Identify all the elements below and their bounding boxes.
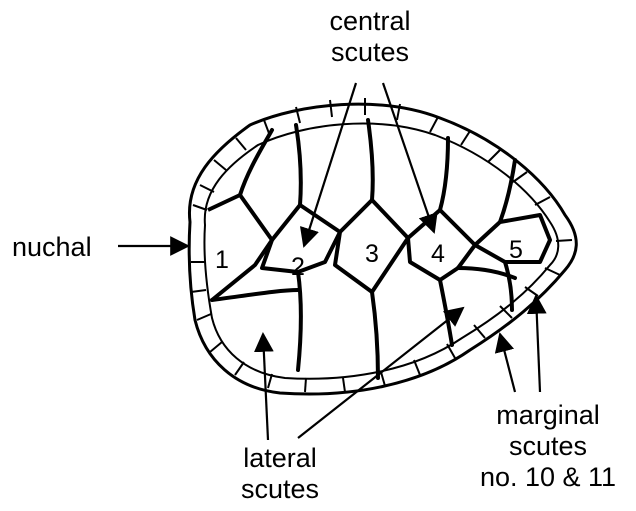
central-scute-number-2: 2 bbox=[291, 253, 305, 281]
lateral-label-line-1: lateral bbox=[215, 443, 345, 474]
marginal-label-line-3: no. 10 & 11 bbox=[468, 462, 628, 493]
marginal-scutes-label: marginal scutes no. 10 & 11 bbox=[468, 400, 628, 493]
central-scutes-label: central scutes bbox=[300, 6, 440, 68]
central-scute-number-4: 4 bbox=[431, 240, 445, 268]
nuchal-label: nuchal bbox=[12, 232, 92, 263]
central-scute-number-3: 3 bbox=[365, 240, 379, 268]
lateral-scutes-label: lateral scutes bbox=[215, 443, 345, 505]
central-scute-number-5: 5 bbox=[509, 236, 523, 264]
marginal-label-line-1: marginal bbox=[468, 400, 628, 431]
central-label-line-2: scutes bbox=[300, 37, 440, 68]
central-label-line-1: central bbox=[300, 6, 440, 37]
arrow-marginal-11 bbox=[536, 296, 540, 392]
central-scute-number-1: 1 bbox=[215, 246, 229, 274]
arrow-marginal-10 bbox=[500, 334, 515, 392]
lateral-label-line-2: scutes bbox=[215, 474, 345, 505]
marginal-label-line-2: scutes bbox=[468, 431, 628, 462]
